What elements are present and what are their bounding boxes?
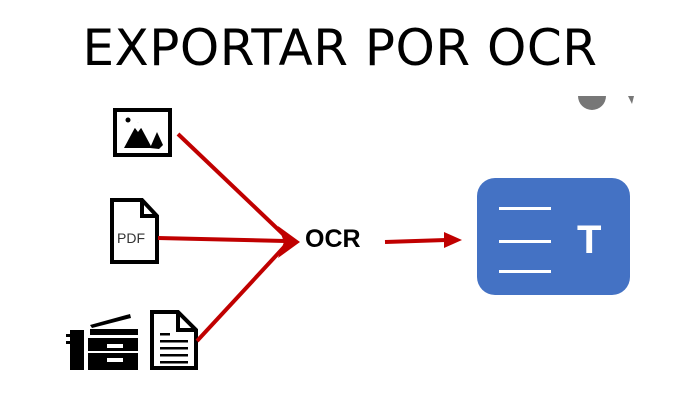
- pdf-label: PDF: [117, 230, 145, 246]
- page-title: EXPORTAR POR OCR: [82, 19, 598, 77]
- document-icon: [150, 310, 198, 370]
- text-document-icon: [477, 178, 630, 295]
- pdf-file-icon: [110, 198, 159, 264]
- ocr-label: OCR: [305, 225, 361, 253]
- output-arrow: [384, 232, 462, 248]
- scanner-icon: [66, 314, 138, 370]
- image-icon: [113, 108, 172, 157]
- text-letter: T: [577, 218, 602, 262]
- input-arrows: [157, 132, 287, 343]
- partial-icon-top-right: [578, 96, 634, 110]
- arrowhead-merge: [278, 226, 300, 258]
